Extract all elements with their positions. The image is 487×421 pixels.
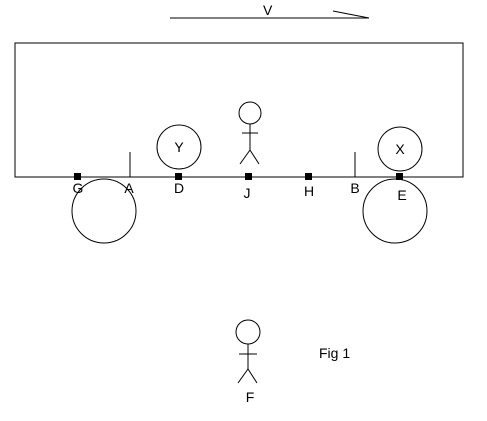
label-a: A [124,180,134,196]
label-e: E [397,187,406,203]
marker-j [245,173,252,180]
label-b: B [350,180,359,196]
velocity-arrow [170,10,370,19]
label-h: H [304,183,314,199]
label-j: J [244,185,251,201]
velocity-label: V [263,2,273,18]
label-f: F [246,389,255,405]
label-g: G [73,180,84,196]
stick-figure-j [238,101,262,165]
train-car-body [14,42,464,178]
marker-g [74,173,81,180]
marker-h [305,173,312,180]
stick-figure-f [235,319,261,384]
ball-y-label: Y [174,139,184,155]
ball-y [156,124,202,170]
label-d: D [174,180,184,196]
marker-e [396,173,403,180]
marker-d [175,173,182,180]
right-wheel [362,178,428,244]
figure-caption: Fig 1 [319,345,350,361]
ball-x [377,126,423,172]
ball-x-label: X [395,141,405,157]
left-wheel [71,178,137,244]
